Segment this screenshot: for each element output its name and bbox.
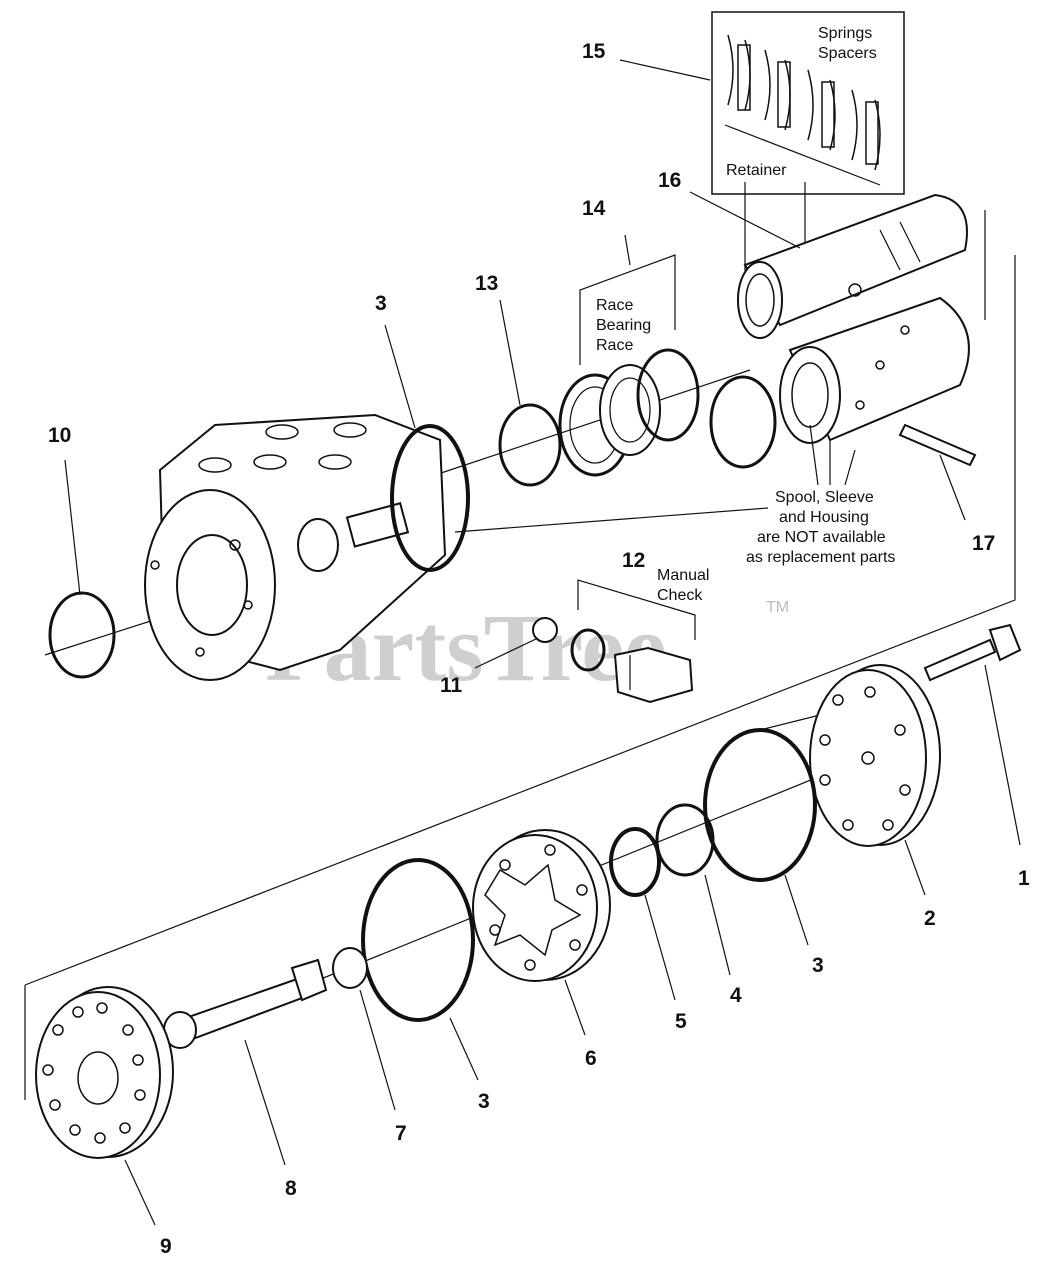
callout-5: 5 (675, 1010, 687, 1033)
oring-5 (609, 827, 661, 897)
callout-16: 16 (658, 169, 681, 192)
callout-2: 2 (924, 907, 936, 930)
callout-14: 14 (582, 197, 606, 220)
gerotor-part (472, 829, 611, 982)
note-spool-sleeve: Spool, Sleeve (775, 489, 874, 506)
oring-check (570, 628, 606, 672)
oring-3-low (361, 858, 475, 1022)
cap-screw (923, 623, 1022, 682)
note-race-top: Race (596, 297, 633, 314)
callout-15: 15 (582, 40, 606, 63)
callout-7: 7 (395, 1122, 407, 1145)
seal-4 (655, 803, 715, 877)
note-bearing: Bearing (596, 317, 651, 334)
note-springs: Springs (818, 25, 872, 42)
note-not-available: are NOT available (757, 529, 886, 546)
callout-12: 12 (622, 549, 645, 572)
check-plug (613, 646, 694, 704)
note-check: Check (657, 587, 703, 604)
drive-shaft (163, 958, 328, 1049)
note-replacement: as replacement parts (746, 549, 895, 566)
watermark-trademark: TM (766, 599, 789, 616)
housing-part (144, 413, 447, 681)
race-13 (498, 403, 562, 487)
bearing-group (558, 348, 700, 477)
spool-part (737, 193, 968, 339)
callout-3-low: 3 (478, 1090, 490, 1113)
spacer-7 (332, 947, 368, 989)
assembly-frame (24, 210, 1016, 1100)
end-cap (809, 664, 941, 847)
note-and-housing: and Housing (779, 509, 869, 526)
callout-3-top: 3 (375, 292, 387, 315)
callout-10: 10 (48, 424, 71, 447)
sleeve-part (779, 296, 970, 444)
callout-1: 1 (1018, 867, 1030, 890)
leader-lines (64, 59, 1021, 1226)
callout-4: 4 (730, 984, 742, 1007)
oring-3-mid (703, 728, 817, 882)
callout-6: 6 (585, 1047, 597, 1070)
pin-part (898, 423, 977, 467)
retainer-ring (709, 375, 777, 469)
callout-8: 8 (285, 1177, 297, 1200)
callout-9: 9 (160, 1235, 172, 1258)
callout-3-mid: 3 (812, 954, 824, 977)
springs-inset-box (711, 11, 905, 195)
callout-17: 17 (972, 532, 995, 555)
note-retainer: Retainer (726, 162, 787, 179)
note-spacers: Spacers (818, 45, 877, 62)
callout-13: 13 (475, 272, 498, 295)
note-manual: Manual (657, 567, 709, 584)
callout-11: 11 (440, 674, 463, 697)
end-plate (35, 986, 174, 1159)
oring-3-top (390, 424, 470, 572)
seal-10 (48, 591, 116, 679)
ball-11 (532, 617, 558, 643)
note-race-bottom: Race (596, 337, 633, 354)
